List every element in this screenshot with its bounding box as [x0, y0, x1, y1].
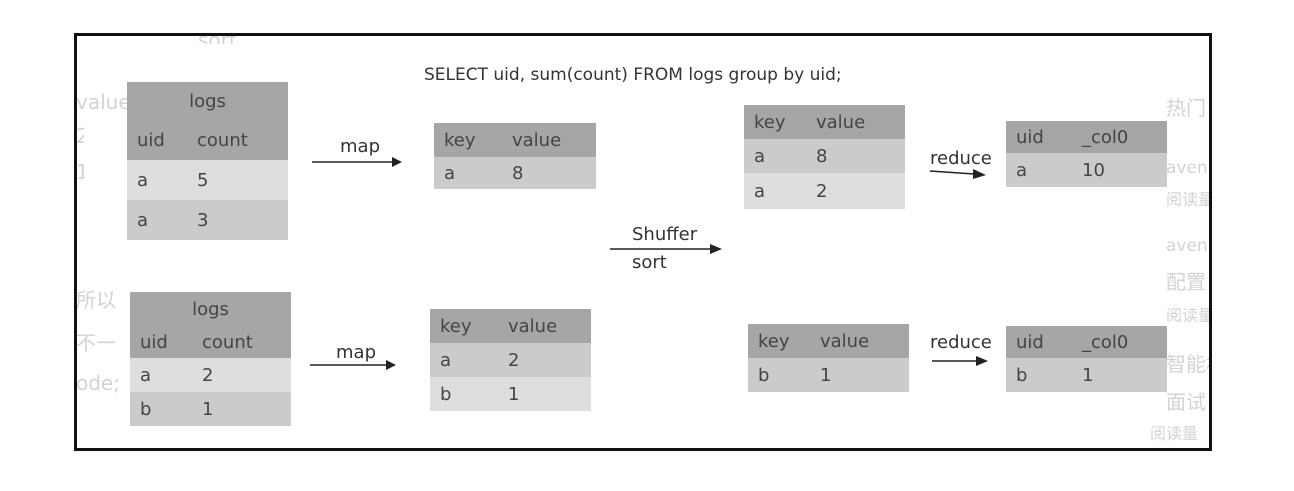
table-cell: 1 — [508, 383, 520, 405]
table-cell: a — [754, 180, 766, 202]
table-cell: b — [758, 364, 770, 386]
column-header: value — [816, 111, 866, 133]
map-table-1: key value a 8 — [434, 123, 596, 189]
diagram-frame — [74, 33, 1212, 451]
table-cell: 10 — [1082, 159, 1105, 181]
column-header: uid — [1016, 126, 1044, 148]
shuffle-table-2: key value b 1 — [748, 324, 909, 392]
reduce-arrow-1 — [929, 169, 986, 179]
column-header: value — [512, 129, 562, 151]
column-header: value — [508, 315, 558, 337]
table-cell: 1 — [1082, 364, 1094, 386]
background-text-left-1: value — [76, 92, 131, 112]
table-cell: 5 — [197, 169, 209, 191]
output-table-1: uid _col0 a 10 — [1006, 121, 1167, 187]
column-header: value — [820, 330, 870, 352]
column-header: key — [444, 129, 476, 151]
background-text-left-6: ode; — [76, 373, 120, 393]
table-cell: a — [140, 364, 152, 386]
background-text-right-8: 面试 — [1166, 392, 1206, 412]
table-cell: a — [137, 169, 149, 191]
column-header: uid — [140, 331, 168, 353]
input-table-1: logs uid count a 5 a 3 — [127, 82, 288, 240]
column-header: count — [202, 331, 253, 353]
background-text-right-7: 智能机 — [1166, 354, 1210, 374]
shuffle-arrow — [610, 244, 722, 254]
output-table-2: uid _col0 b 1 — [1006, 326, 1167, 392]
table-cell: a — [1016, 159, 1028, 181]
background-text-right-1: 热门 — [1166, 98, 1206, 118]
background-text-right-5: 配置 — [1166, 272, 1206, 292]
shuffle-label: Shuffer — [632, 224, 698, 245]
background-text-left-2: 2 — [76, 126, 84, 146]
table-cell: 8 — [512, 162, 524, 184]
background-text-left-5: 不一 — [76, 333, 116, 353]
table-cell: b — [140, 398, 152, 420]
background-text-left-4: 所以 — [76, 290, 116, 310]
reduce-label-1: reduce — [930, 148, 992, 169]
background-text-right-3: 阅读量 — [1166, 192, 1210, 208]
map-table-2: key value a 2 b 1 — [430, 309, 591, 411]
column-header: _col0 — [1082, 126, 1129, 148]
table-cell: 1 — [820, 364, 832, 386]
table-cell: 8 — [816, 145, 828, 167]
column-header: key — [758, 330, 790, 352]
column-header: count — [197, 129, 248, 151]
table-cell: 2 — [816, 180, 828, 202]
reduce-label-2: reduce — [930, 332, 992, 353]
background-text-right-4: aven — [1166, 238, 1208, 255]
shuffle-table-1: key value a 8 a 2 — [744, 105, 905, 209]
background-text-right-9: 阅读量 — [1150, 426, 1199, 442]
background-text-right-6: 阅读量 — [1166, 308, 1210, 324]
map-arrow-1 — [312, 157, 402, 167]
table-cell: 2 — [202, 364, 214, 386]
table-caption: logs — [127, 82, 288, 120]
sql-query: SELECT uid, sum(count) FROM logs group b… — [424, 65, 842, 85]
map-label-2: map — [336, 342, 376, 363]
table-cell: a — [444, 162, 456, 184]
column-header: key — [754, 111, 786, 133]
table-cell: 1 — [202, 398, 214, 420]
background-text-right-2: aven — [1166, 160, 1208, 177]
table-cell: b — [440, 383, 452, 405]
map-label-1: map — [340, 136, 380, 157]
table-cell: b — [1016, 364, 1028, 386]
reduce-arrow-2 — [932, 356, 988, 366]
table-cell: a — [754, 145, 766, 167]
column-header: uid — [1016, 331, 1044, 353]
input-table-2: logs uid count a 2 b 1 — [130, 292, 291, 426]
column-header: key — [440, 315, 472, 337]
background-text-left-3: 1 — [76, 162, 84, 182]
table-cell: 3 — [197, 209, 209, 231]
column-header: _col0 — [1082, 331, 1129, 353]
table-cell: 2 — [508, 349, 520, 371]
map-arrow-2 — [310, 360, 396, 370]
column-header: uid — [137, 129, 165, 151]
table-cell: a — [137, 209, 149, 231]
table-cell: a — [440, 349, 452, 371]
sort-label: sort — [632, 252, 667, 273]
table-caption: logs — [130, 292, 291, 326]
